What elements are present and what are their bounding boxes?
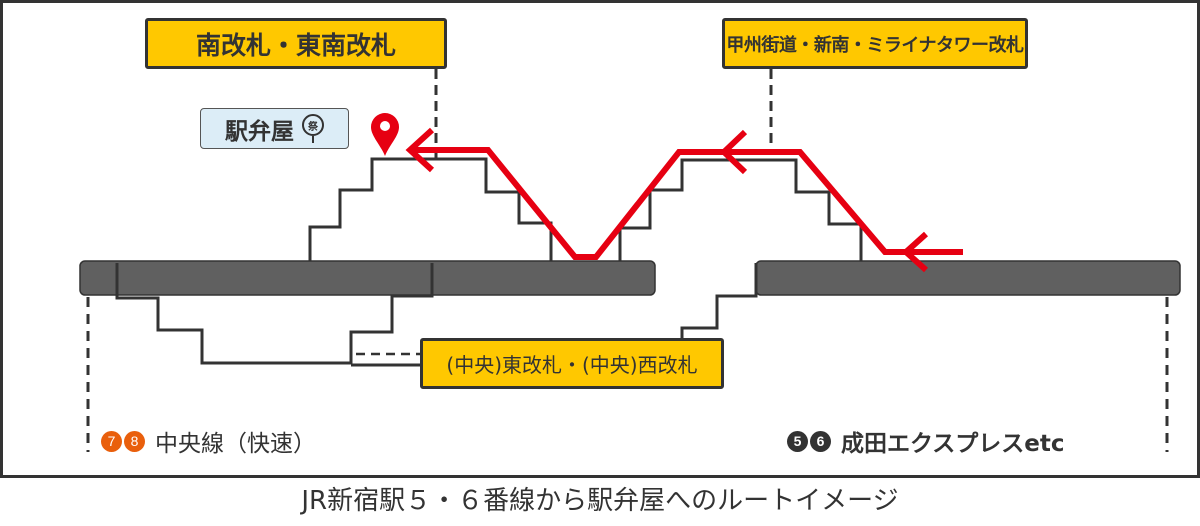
figure-caption: JR新宿駅５・６番線から駅弁屋へのルートイメージ xyxy=(301,486,899,516)
route-arrow-icon xyxy=(901,231,929,273)
ekiben-name: 駅弁屋 xyxy=(225,118,294,145)
gate-label-central: (中央)東改札・(中央)西改札 xyxy=(420,338,724,389)
stairs-central-down-left xyxy=(115,263,434,365)
gate-label-south: 南改札・東南改札 xyxy=(145,18,447,69)
platform-badge-6: 6 xyxy=(810,430,831,452)
map-pin-icon xyxy=(371,113,399,156)
gate-label-koshu: 甲州街道・新南・ミライナタワー改札 xyxy=(722,18,1028,69)
stairs-south-up xyxy=(308,157,553,261)
stairs-koshu-up xyxy=(618,158,863,261)
line-label-chuo: 7 8 中央線（快速） xyxy=(101,424,316,458)
line-name-chuo: 中央線（快速） xyxy=(155,431,316,457)
platform-chuo xyxy=(79,260,656,296)
station-route-diagram xyxy=(79,69,1181,452)
festival-fan-icon: 祭 xyxy=(302,114,324,143)
diagram-frame xyxy=(0,0,1200,478)
route-line xyxy=(410,147,963,260)
line-name-narita: 成田エクスプレスetc xyxy=(841,431,1065,457)
stairs-central-down-right xyxy=(680,263,758,338)
line-label-narita: 5 6 成田エクスプレスetc xyxy=(787,424,1065,458)
platform-badge-8: 8 xyxy=(124,430,145,452)
platform-narita xyxy=(755,260,1181,296)
festival-mark: 祭 xyxy=(302,114,324,136)
platform-badge-7: 7 xyxy=(101,430,122,452)
ekiben-shop-label: 駅弁屋 祭 xyxy=(200,108,349,149)
route-arrow-icon xyxy=(405,127,435,173)
route-arrow-icon xyxy=(719,129,748,175)
platform-badge-5: 5 xyxy=(787,430,808,452)
